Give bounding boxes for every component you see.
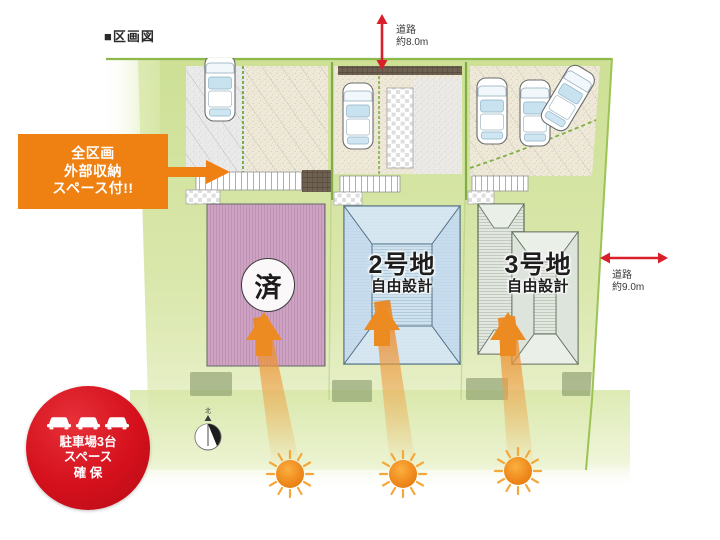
top-road-arrow <box>376 14 388 70</box>
lot-boundary-lines <box>328 199 466 401</box>
car-icon <box>476 77 508 145</box>
right-road-dimension: 道路 約9.0m <box>612 270 644 293</box>
sunlight-rays <box>246 300 534 466</box>
storage-space-callout: 全区画 外部収納 スペース付!! <box>18 134 168 209</box>
sun-icon-group <box>265 446 543 499</box>
badge-line-3: 確 保 <box>73 465 103 480</box>
top-road-label: 道路 <box>396 25 416 36</box>
callout-arrow-right-icon <box>160 160 230 184</box>
badge-line-2: スペース <box>63 450 113 465</box>
boundary-shrubs <box>190 372 598 402</box>
north-label: 北 <box>205 407 211 415</box>
sun-icon <box>493 446 543 496</box>
sun-icon <box>265 449 315 499</box>
lot-2-house <box>343 204 461 366</box>
right-road-label: 道路 <box>612 270 632 281</box>
top-road-dimension: 道路 約8.0m <box>396 25 428 48</box>
badge-text: 駐車場3台 スペース 確 保 <box>60 435 117 481</box>
page-title: ■区画図 <box>104 29 155 44</box>
car-icon <box>47 417 71 430</box>
north-arrow: 北 <box>194 407 222 451</box>
right-road-arrow <box>600 252 668 264</box>
top-road-value: 約8.0m <box>396 36 429 48</box>
lot-1-sold-mark: 済 <box>241 258 295 312</box>
lot-2-area <box>330 62 462 366</box>
parking-badge: 駐車場3台 スペース 確 保 <box>26 386 150 510</box>
car-icon <box>76 417 100 430</box>
car-icon <box>342 82 374 150</box>
lot-1-area <box>185 58 332 367</box>
car-icon <box>540 64 595 132</box>
callout-line-3: スペース付!! <box>52 180 134 197</box>
callout-line-1: 全区画 <box>71 144 115 161</box>
lot-3-house <box>477 203 579 366</box>
callout-line-2: 外部収納 <box>64 162 122 179</box>
lot-3-area <box>464 62 600 366</box>
car-icon <box>204 58 236 122</box>
lot-1-status-text: 済 <box>254 272 282 303</box>
badge-car-icons <box>46 415 130 430</box>
car-icon <box>105 417 129 430</box>
right-road-value: 約9.0m <box>612 281 645 293</box>
sun-icon <box>378 449 428 499</box>
badge-line-1: 駐車場3台 <box>59 435 117 450</box>
